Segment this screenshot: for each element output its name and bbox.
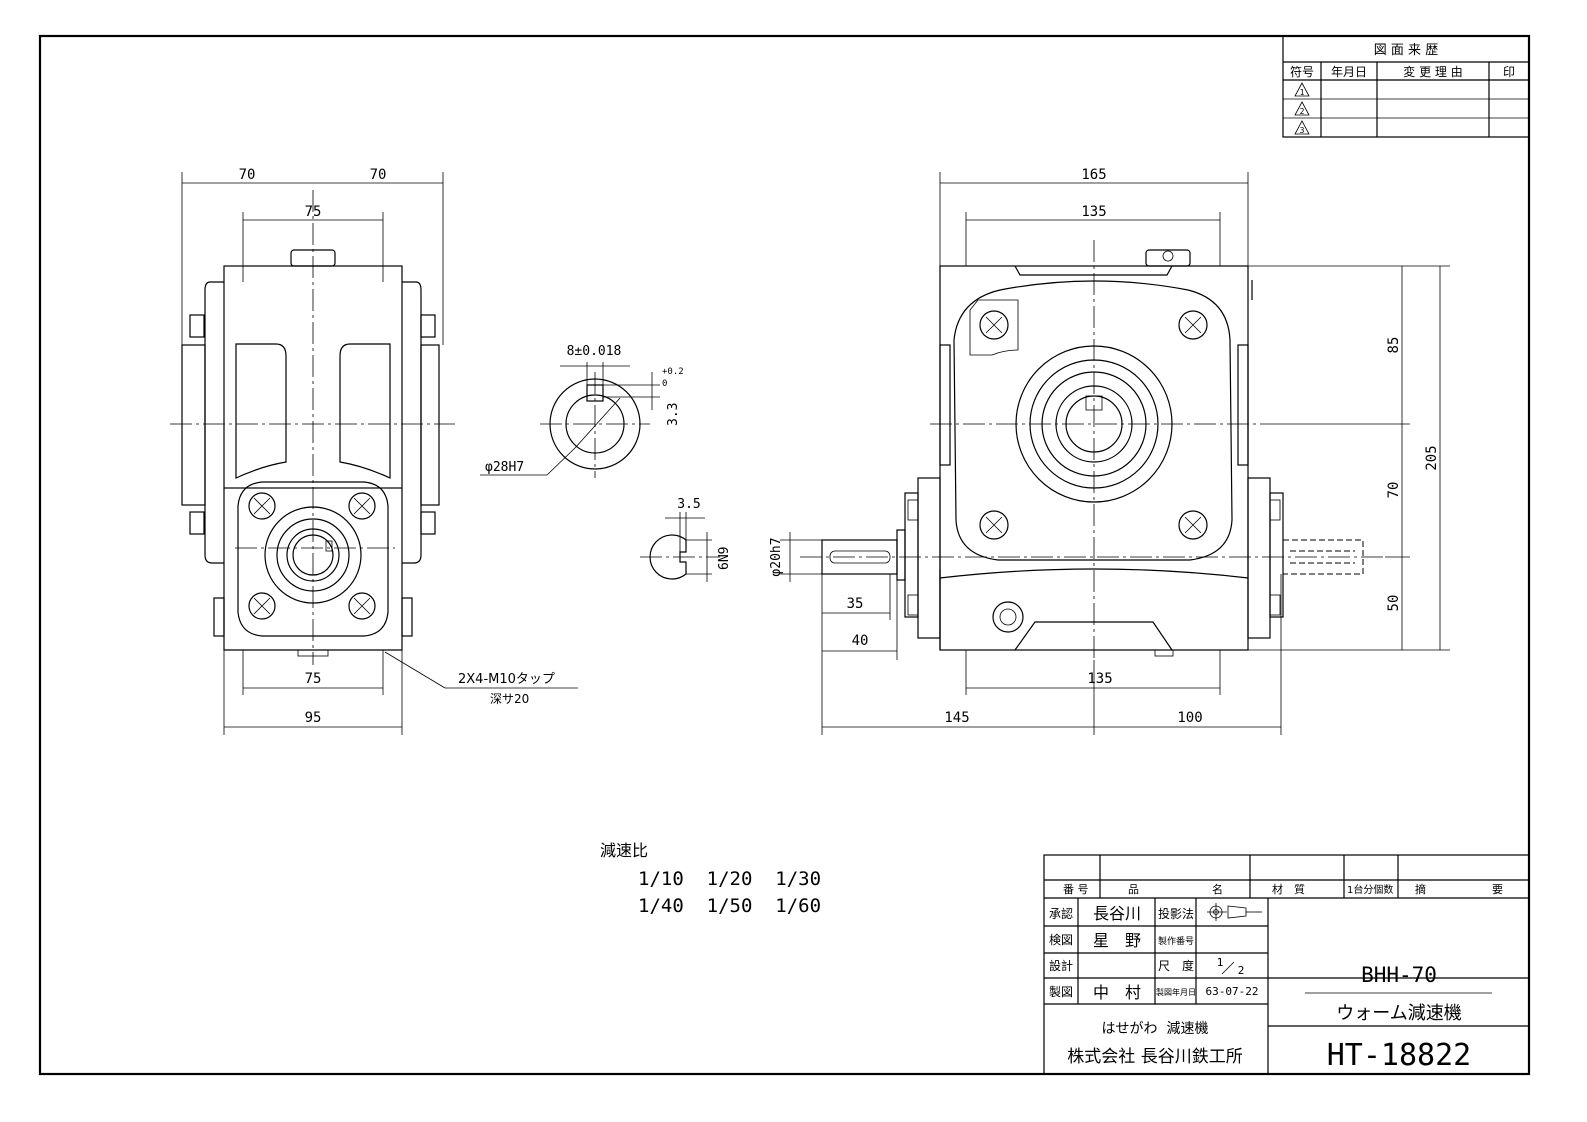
title-block: 番 号 品 名 材 質 1台分個数 摘 要 承認 長谷川 投影法 検図 星 野 … xyxy=(1043,854,1530,1075)
dim-left-75-bottom: 75 xyxy=(305,671,322,687)
dim-right-135-top: 135 xyxy=(1081,204,1106,220)
parts-header-number: 番 号 xyxy=(1063,883,1089,896)
dim-right-100: 100 xyxy=(1177,710,1202,726)
revision-header-symbol: 符号 xyxy=(1290,64,1314,79)
tap-note-line2: 深サ20 xyxy=(490,692,529,706)
right-front-view xyxy=(800,240,1385,660)
ratio-row-2: 1/40 1/50 1/60 xyxy=(638,895,821,917)
scale-label: 尺 度 xyxy=(1158,958,1194,973)
date-label: 製図年月日 xyxy=(1156,987,1196,997)
designed-label: 設計 xyxy=(1049,958,1073,973)
approved-label: 承認 xyxy=(1049,906,1073,921)
bore-key-depth: 3.3 xyxy=(666,403,681,426)
parts-header-remark-2: 要 xyxy=(1492,883,1503,896)
shaft-key-width: 6N9 xyxy=(717,547,732,570)
bore-key-depth-tol-upper: +0.2 xyxy=(662,367,684,377)
parts-header-name-2: 名 xyxy=(1212,882,1223,896)
bore-detail: 8±0.018 3.3 +0.2 0 φ28H7 xyxy=(480,344,684,478)
parts-header-name-1: 品 xyxy=(1128,883,1139,896)
dim-right-165: 165 xyxy=(1081,167,1106,183)
shaft-detail: 3.5 6N9 xyxy=(640,497,732,582)
dim-left-70a: 70 xyxy=(239,167,256,183)
dim-right-70: 70 xyxy=(1386,482,1402,499)
left-view-dimensions: 70 70 75 75 95 2X4-M10タップ 深サ20 xyxy=(181,167,578,735)
dim-right-205: 205 xyxy=(1424,445,1440,470)
bore-key-width: 8±0.018 xyxy=(567,344,622,359)
checked-label: 検図 xyxy=(1049,933,1073,947)
revision-triangle-icon: 1 xyxy=(1294,82,1310,97)
projection-label: 投影法 xyxy=(1158,906,1194,921)
svg-text:3: 3 xyxy=(1300,126,1305,135)
dim-left-75-top: 75 xyxy=(305,204,322,220)
drawing-number: HT-18822 xyxy=(1327,1038,1472,1073)
checked-name: 星 野 xyxy=(1093,931,1141,950)
reduction-ratio-block: 減速比 1/10 1/20 1/30 1/40 1/50 1/60 xyxy=(600,841,821,917)
model-number: BHH-70 xyxy=(1361,963,1437,987)
bore-key-depth-tol-lower: 0 xyxy=(662,379,667,389)
dim-right-145: 145 xyxy=(944,710,969,726)
svg-text:2: 2 xyxy=(1300,107,1305,116)
company-name: 株式会社 長谷川鉄工所 xyxy=(1067,1047,1242,1067)
revision-header-seal: 印 xyxy=(1503,65,1515,79)
revision-triangle-icon: 2 xyxy=(1294,101,1310,116)
revision-triangle-icon: 3 xyxy=(1294,120,1310,135)
bore-diameter: φ28H7 xyxy=(485,460,524,475)
scale-fraction: 1 2 xyxy=(1217,956,1245,977)
dim-right-50: 50 xyxy=(1386,595,1402,612)
drawn-name: 中 村 xyxy=(1093,983,1141,1002)
dim-shaft-dia: φ20h7 xyxy=(769,537,784,576)
revision-header-reason: 変 更 理 由 xyxy=(1403,64,1462,79)
approved-name: 長谷川 xyxy=(1093,904,1141,923)
parts-header-material: 材 質 xyxy=(1272,882,1305,896)
right-view-dimensions: 165 135 85 70 50 205 φ20h7 35 40 135 xyxy=(769,167,1450,735)
third-angle-projection-icon xyxy=(1207,903,1262,921)
job-no-label: 製作番号 xyxy=(1158,935,1194,947)
dim-shaft-40: 40 xyxy=(852,633,869,649)
shaft-key-depth: 3.5 xyxy=(677,497,700,512)
dim-right-85: 85 xyxy=(1386,337,1402,354)
dim-right-135-bottom: 135 xyxy=(1087,671,1112,687)
drawn-label: 製図 xyxy=(1049,985,1073,999)
scale-denominator: 2 xyxy=(1238,964,1245,977)
drawing-frame xyxy=(38,34,1531,1076)
scale-numerator: 1 xyxy=(1217,956,1224,969)
parts-header-qty: 1台分個数 xyxy=(1347,883,1393,896)
ratio-row-1: 1/10 1/20 1/30 xyxy=(638,868,821,890)
parts-header-remark-1: 摘 xyxy=(1415,882,1426,896)
dim-left-70b: 70 xyxy=(370,167,387,183)
dim-shaft-35: 35 xyxy=(847,596,864,612)
left-side-view xyxy=(170,190,455,665)
revision-table: 図 面 来 歴 符号 年月日 変 更 理 由 印 1 2 3 xyxy=(1282,35,1530,138)
company-brand: はせがわ 減速機 xyxy=(1102,1020,1209,1037)
product-name: ウォーム減速機 xyxy=(1336,1003,1461,1024)
tap-note-line1: 2X4-M10タップ xyxy=(458,672,555,687)
date-value: 63-07-22 xyxy=(1206,985,1259,998)
revision-table-title: 図 面 来 歴 xyxy=(1374,43,1438,58)
dim-left-95: 95 xyxy=(305,710,322,726)
revision-header-date: 年月日 xyxy=(1331,65,1367,79)
ratio-title: 減速比 xyxy=(600,841,648,860)
svg-text:1: 1 xyxy=(1300,88,1305,97)
